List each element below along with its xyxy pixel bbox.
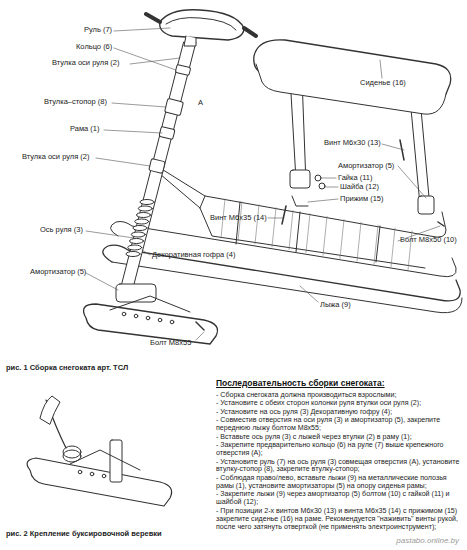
watermark: pastabo.online.by [396,536,459,545]
callout-label: Руль (7) [84,26,112,34]
clamp [292,196,308,206]
seat-side [256,64,446,114]
instruction-step: - Совместив отверстия на оси руля (3) и … [216,417,462,433]
leader-lines [86,28,440,340]
screw [282,206,286,224]
instructions-list: - Сборка снегоката должна производиться … [216,392,462,532]
instructions-heading: Последовательность сборки снегоката: [216,378,385,388]
instruction-step: - Сборка снегоката должна производиться … [216,392,462,400]
callout-label: Болт М8х50 (10) [400,236,457,244]
callout-label: Амортизатор (5) [338,162,394,170]
callout-label: Винт М6х30 (13) [324,139,381,147]
grips [146,14,256,36]
callout-label: Винт М6х35 (14) [210,214,267,222]
stop-sleeve [165,98,184,115]
front-ski [84,304,218,344]
rear-shock [290,170,310,188]
ring [175,64,191,75]
figure-caption: рис. 2 Крепление буксировочной веревки [6,530,162,538]
frame-slats [221,199,412,270]
callout-label: Рама (1) [70,125,100,133]
callout-label: Ось руля (3) [40,226,83,234]
corrugation [126,200,154,257]
callout-label: Прижим (15) [340,195,384,203]
callout-label: Втулка оси руля (2) [52,59,120,67]
instruction-step: - Соблюдая право/лево, вставьте лыжи (9)… [216,475,462,491]
callout-label: Декоративная гофра (4) [152,251,236,259]
callout-label: Втулка–стопор (8) [44,98,107,106]
callout-label: Амортизатор (5) [30,268,86,276]
bolt [196,322,204,330]
bolt [438,222,444,226]
instruction-step: - При позиции 2-х винтов М6х30 (13) и ви… [216,508,462,532]
instruction-step: - Закрепите лыжи (9) через амортизатор (… [216,491,462,507]
instruction-step: - Установите на ось руля (3) Декоративну… [216,409,462,417]
rear-ski-edge [112,262,462,313]
washer [319,183,325,189]
callout-label: Сиденье (16) [360,79,406,87]
axle-sleeve [149,158,165,173]
callout-label: Болт М8х55 [150,339,191,347]
instruction-step: - Установите руль (7) на ось руля (3) со… [216,459,462,475]
callout-label: Втулка оси руля (2) [22,153,90,161]
frame-tube [160,168,446,237]
ski-bracket [110,296,190,312]
ski-holes [122,312,174,324]
tow-rope-figure [27,396,172,506]
nut [315,175,321,181]
handlebar-inner [166,18,236,30]
callout-label: Лыжа (9) [320,301,351,309]
handlebar [160,10,244,40]
instruction-step: - Закрепите предварительно кольцо (6) на… [216,442,462,458]
callout-label: Кольцо (6) [76,43,112,51]
instruction-step: - Установите с обеих сторон колонки руля… [216,400,462,408]
instruction-step: - Вставьте ось руля (3) с лыжей через вт… [216,434,462,442]
callout-label: Шайба (12) [340,183,379,191]
rear-shock [418,196,434,214]
front-shock [116,284,156,302]
rear-ski-far [110,222,456,277]
callout-label: Гайка (11) [338,174,372,182]
figure-caption: рис. 1 Сборка снегоката арт. ТСЛ [6,364,128,372]
handlebar-hub [184,36,196,46]
callout-letter: A [198,99,203,107]
